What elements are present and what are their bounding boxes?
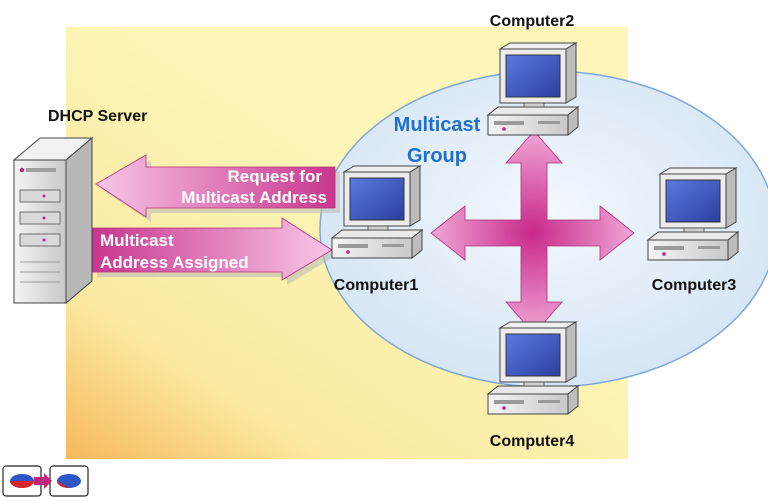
transfer-logo-icon bbox=[2, 465, 89, 497]
request-arrow-line1: Request for bbox=[228, 167, 323, 186]
assigned-arrow: Multicast Address Assigned bbox=[91, 217, 337, 285]
server-label: DHCP Server bbox=[48, 108, 147, 125]
group-label-line2: Group bbox=[407, 145, 467, 167]
request-arrow: Request for Multicast Address bbox=[95, 154, 340, 222]
computer3-label: Computer3 bbox=[652, 277, 737, 294]
computer1-icon bbox=[331, 165, 423, 259]
server-tower-icon bbox=[12, 136, 94, 305]
computer1-label: Computer1 bbox=[334, 277, 419, 294]
computer4-label: Computer4 bbox=[490, 433, 575, 450]
computer2-label: Computer2 bbox=[490, 13, 575, 30]
group-label-line1: Multicast bbox=[394, 114, 481, 136]
assigned-arrow-line1: Multicast bbox=[100, 231, 174, 250]
assigned-arrow-line2: Address Assigned bbox=[100, 253, 249, 272]
computer4-icon bbox=[487, 321, 579, 415]
computer2-icon bbox=[487, 42, 579, 136]
request-arrow-line2: Multicast Address bbox=[181, 188, 327, 207]
computer3-icon bbox=[647, 167, 739, 261]
